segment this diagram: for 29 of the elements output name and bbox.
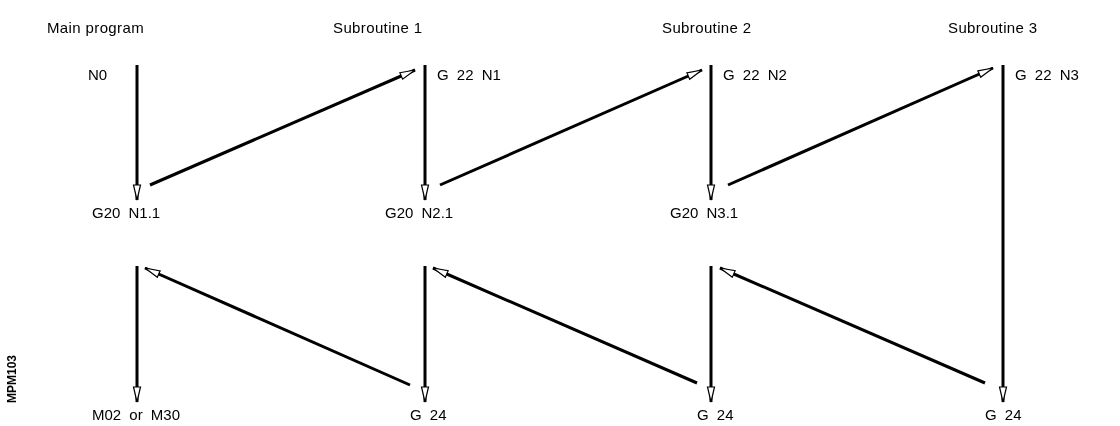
column-heading: Subroutine 1 [333, 18, 423, 38]
code-label: G 22 N3 [1015, 66, 1079, 84]
arrow [420, 65, 430, 201]
arrow [144, 266, 411, 387]
arrow [432, 266, 698, 385]
figure-code: MPM103 [4, 355, 20, 403]
code-label: G20 N1.1 [92, 204, 161, 222]
arrow [706, 65, 716, 201]
column-heading: Subroutine 2 [662, 18, 752, 38]
code-label: G20 N3.1 [670, 204, 739, 222]
arrow [149, 68, 416, 187]
arrow [727, 66, 994, 187]
code-label: G 24 [985, 406, 1022, 424]
arrow [706, 266, 716, 403]
code-label: G 22 N2 [723, 66, 787, 84]
arrow [420, 266, 430, 403]
arrow [132, 65, 142, 201]
arrow [998, 65, 1008, 403]
column-heading: Subroutine 3 [948, 18, 1038, 38]
code-label: G 24 [697, 406, 734, 424]
column-heading: Main program [47, 18, 145, 38]
code-label: M02 or M30 [92, 406, 181, 424]
arrow [132, 266, 142, 403]
arrow [719, 266, 986, 385]
code-label: G20 N2.1 [385, 204, 454, 222]
code-label: G 24 [410, 406, 447, 424]
code-label: N0 [88, 66, 108, 84]
arrow [439, 68, 703, 187]
code-label: G 22 N1 [437, 66, 501, 84]
